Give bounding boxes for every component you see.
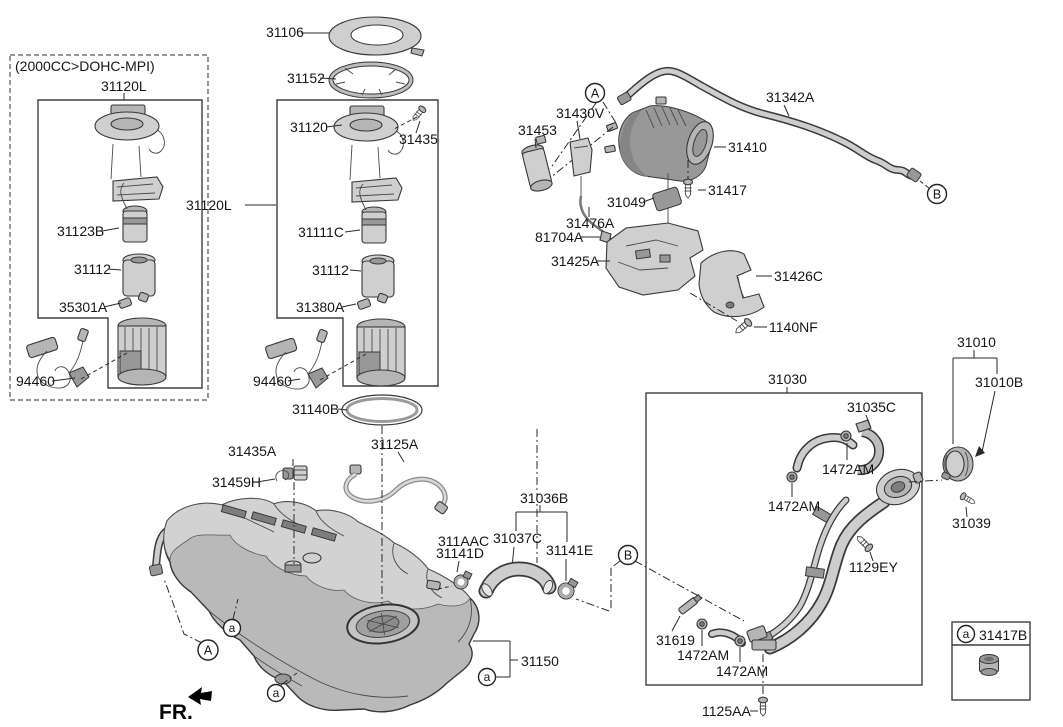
callout-circle-A-bottom (197, 639, 219, 661)
part-label-31106: 31106 (266, 24, 304, 40)
part-label-31112-left: 31112 (74, 261, 111, 277)
part-label-31120L-main: 31120L (186, 197, 232, 213)
part-label-35301A: 35301A (59, 299, 108, 315)
filler-neck-group: 31030 31035C 1472AM 1472AM (575, 371, 924, 719)
part-label-31417B: 31417B (979, 627, 1027, 643)
variant-dashed-box (9, 54, 209, 401)
part-label-31141E: 31141E (546, 542, 593, 558)
fuel-cap-31010-part (941, 446, 974, 482)
fr-direction-arrow-icon (188, 687, 212, 705)
part-label-31453: 31453 (518, 122, 557, 138)
part-label-31125A: 31125A (371, 436, 419, 452)
canister-group: 31342A B 31410 A 31453 (518, 66, 948, 337)
pad-31049-part (652, 186, 682, 212)
part-label-31010B: 31010B (975, 374, 1023, 390)
part-label-1140NF: 1140NF (769, 319, 818, 335)
pump-asm-box-main (276, 99, 439, 387)
part-label-31039: 31039 (952, 515, 991, 531)
arrowhead (975, 446, 985, 457)
air-filter-31453-part (521, 134, 553, 192)
part-label-311AAC: 311AAC (438, 533, 489, 549)
callout-letter-B-top: B (933, 188, 941, 202)
part-label-31410: 31410 (728, 139, 767, 155)
part-label-31150: 31150 (521, 653, 559, 669)
part-label-31036B: 31036B (520, 490, 568, 506)
part-label-31120L-left: 31120L (101, 78, 147, 94)
part-label-31140B: 31140B (292, 401, 339, 417)
part-label-31037C: 31037C (493, 530, 542, 546)
tank-top-parts-group: 31435A 31459H 31125A (212, 426, 538, 604)
filler-neck-box (645, 392, 923, 686)
callout-letter-a-legend: a (963, 627, 970, 641)
clamp-31141E-part (557, 582, 575, 600)
part-label-31476A: 31476A (566, 215, 615, 231)
part-label-31120: 31120 (290, 119, 328, 135)
grommet-31417B-part (978, 654, 1000, 676)
part-label-31010: 31010 (957, 334, 996, 350)
part-label-31380A: 31380A (296, 299, 345, 315)
part-label-1472AM-1: 1472AM (822, 461, 874, 477)
callout-letter-A-top: A (591, 87, 600, 101)
part-label-31430V: 31430V (556, 105, 605, 121)
callout-letter-a-3: a (484, 670, 491, 684)
callout-circle-a-legend (956, 624, 976, 644)
fuel-tank-group: a A a a 31150 FR. (148, 497, 559, 724)
fuel-cap-group: 31010 31010B 31039 (908, 334, 1023, 531)
part-label-31035C: 31035C (847, 399, 896, 415)
part-label-31112-main: 31112 (312, 262, 349, 278)
part-label-94460-main: 94460 (253, 373, 292, 389)
part-label-81704A: 81704A (535, 229, 584, 245)
tube-31619-part (678, 593, 703, 615)
part-label-31426C: 31426C (774, 268, 823, 284)
part-label-31152: 31152 (287, 70, 325, 86)
part-label-94460-left: 94460 (16, 373, 55, 389)
callout-circle-a-1 (222, 618, 242, 638)
variant-group-2000cc: (2000CC>DOHC-MPI) 31120L 31123B 31112 35… (9, 54, 209, 401)
part-label-31619: 31619 (656, 632, 695, 648)
oring-31140B-part (341, 394, 423, 426)
callout-circle-B-top (926, 183, 948, 205)
part-label-31459H: 31459H (212, 474, 261, 490)
tube-31125A-part (349, 464, 362, 475)
cover-31426C-part (698, 250, 765, 318)
part-label-31435: 31435 (399, 131, 438, 147)
part-label-31435A: 31435A (228, 443, 277, 459)
part-label-1472AM-4: 1472AM (716, 663, 768, 679)
vent-hose-group: 311AAC 31141D 31036B 31037C 31141E (436, 490, 593, 600)
pump-asm-group-main: 31106 31152 31120 31435 31120L 31111C 31… (186, 16, 439, 426)
part-label-31342A: 31342A (766, 89, 815, 105)
pump-access-ring (346, 603, 420, 645)
callout-circle-A-top (584, 82, 606, 104)
pump-asm-box-left (37, 99, 203, 389)
callout-circle-B-mid (617, 544, 639, 566)
part-label-1472AM-2: 1472AM (768, 498, 820, 514)
part-label-31049: 31049 (607, 194, 646, 210)
part-label-1472AM-3: 1472AM (677, 647, 729, 663)
callout-letter-a-2: a (273, 686, 280, 700)
callout-circle-a-3 (477, 667, 497, 687)
valve-31430V-part (569, 137, 593, 177)
callout-letter-A-bottom: A (204, 644, 213, 658)
callout-letter-a-1: a (229, 621, 236, 635)
part-label-31030: 31030 (768, 371, 807, 387)
engine-variant-note: (2000CC>DOHC-MPI) (15, 58, 155, 74)
part-label-31141D: 31141D (436, 545, 484, 561)
part-label-31425A: 31425A (551, 253, 600, 269)
part-label-31123B: 31123B (57, 223, 104, 239)
callout-letter-B-mid: B (624, 549, 632, 563)
part-label-1129EY: 1129EY (849, 559, 898, 575)
clip-31459H-part (275, 470, 289, 482)
clamp-31141D-part (453, 574, 469, 590)
part-label-1125AA: 1125AA (702, 703, 751, 719)
protector-31425A-part (605, 222, 704, 296)
part-label-31111C: 31111C (298, 224, 344, 240)
fr-label: FR. (159, 701, 193, 724)
part-label-31417: 31417 (708, 182, 747, 198)
callout-circle-a-2 (266, 683, 286, 703)
filler-head-part (875, 468, 924, 506)
legend-box-31417B: a 31417B (951, 621, 1031, 701)
